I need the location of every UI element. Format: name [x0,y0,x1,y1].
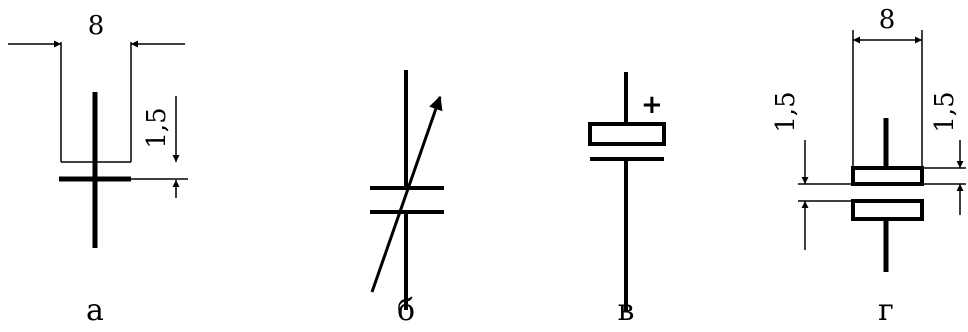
gap-dimension-g-right: 1,5 [922,91,966,215]
width-dimension-a: 8 [8,11,185,163]
caption-a: а [86,293,104,328]
caption-v: в [618,293,635,328]
width-label-a: 8 [88,11,105,41]
variable-adjust-arrow [370,95,443,293]
figure-g: 8 1,5 1,5 [771,5,966,272]
width-label-g: 8 [879,5,896,35]
capacitor-symbol-a [59,92,131,248]
polarity-plus-label: + [641,90,663,120]
gap-label-g-left: 1,5 [771,91,801,132]
figure-b [370,70,444,310]
gap-label-g-right: 1,5 [930,91,960,132]
polarized-capacitor-symbol [588,72,666,312]
figure-v: + [588,72,666,312]
gap-label-a: 1,5 [142,107,172,148]
electrolytic-capacitor-symbol [851,118,924,272]
caption-g: г [878,293,894,328]
width-dimension-g: 8 [852,5,923,168]
variable-capacitor-symbol [370,70,444,310]
gap-dimension-a: 1,5 [131,96,188,198]
caption-b: б [397,293,415,328]
figure-a: 8 1,5 [8,11,188,248]
gap-dimension-g-left: 1,5 [771,91,853,250]
